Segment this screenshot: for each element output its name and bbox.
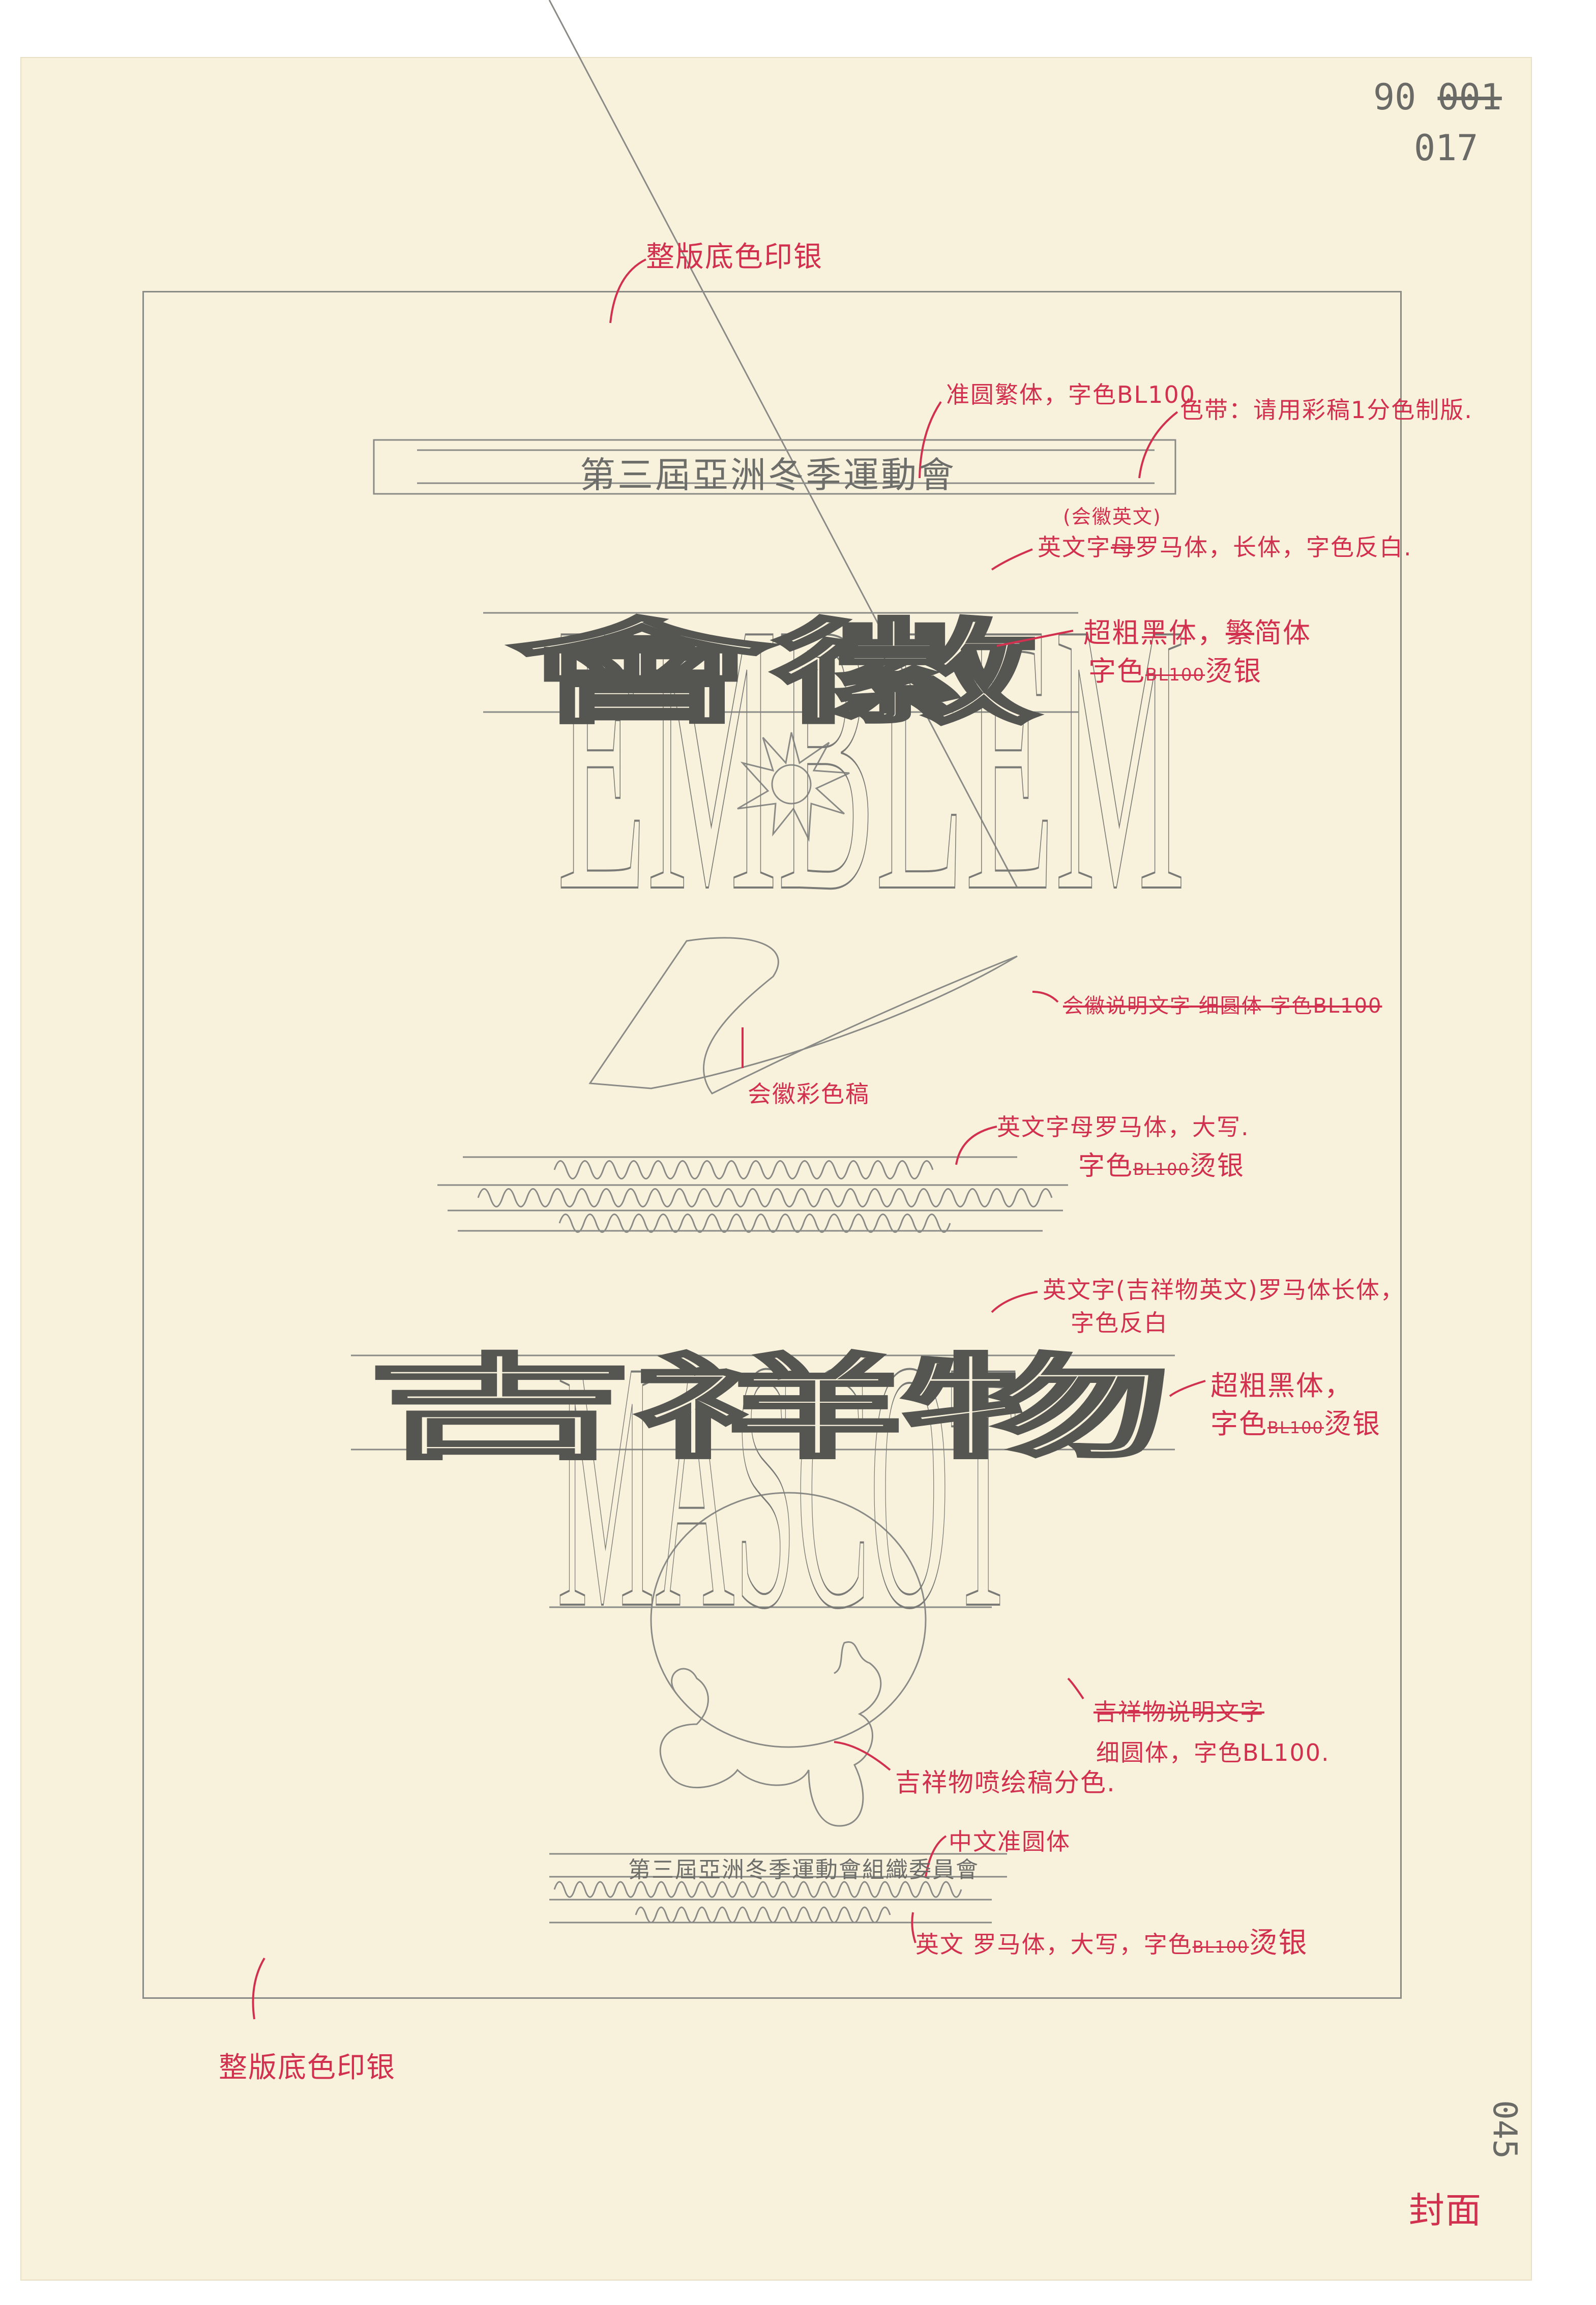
note-text: 烫银 xyxy=(1249,1927,1308,1960)
mascot-english-word: MASCOT xyxy=(557,1288,1017,1682)
english-text-scribble xyxy=(477,1188,1053,1207)
archive-number: 017 xyxy=(1414,127,1479,169)
note-text: 英文 罗马体，大写，字色 xyxy=(915,1931,1193,1958)
english-text-scribble xyxy=(553,1160,934,1179)
organizer-name: 第三屆亞洲冬季運動會組織委員會 xyxy=(628,1857,979,1883)
note-text: 简体 xyxy=(1254,617,1311,649)
note-struck-text: 繁 xyxy=(1226,617,1254,649)
note-text: 罗马体，长体，字色反白. xyxy=(1135,534,1412,561)
note-text: 字色 xyxy=(1088,655,1145,687)
note-struck-text: BL100 xyxy=(1133,1160,1190,1179)
mascot-chinese-title: 吉祥物 xyxy=(366,1343,1170,1473)
header-band-box xyxy=(373,439,1176,495)
background-note-top: 整版底色印银 xyxy=(646,241,823,274)
note-struck-text: 母 xyxy=(1111,534,1135,561)
english-block-note-line1: 英文字母罗马体，大写. xyxy=(997,1113,1250,1141)
footer-english-scribble xyxy=(553,1881,962,1898)
note-text: 字色 xyxy=(1078,1151,1134,1181)
header-font-note: 准圆繁体，字色BL100. xyxy=(946,381,1204,408)
note-text: 烫银 xyxy=(1323,1408,1381,1440)
color-band-note: 色带：请用彩稿1分色制版. xyxy=(1180,396,1473,424)
emblem-en-note: 英文字母罗马体，长体，字色反白. xyxy=(1038,529,1412,563)
note-struck-text: BL100 xyxy=(1267,1418,1324,1437)
archive-number-struck: 001 xyxy=(1437,76,1502,118)
emblem-artwork-note: 会徽彩色稿 xyxy=(748,1080,870,1108)
footer-en-note: 英文 罗马体，大写，字色BL100烫银 xyxy=(915,1920,1308,1961)
mascot-description-note: 细圆体，字色BL100. xyxy=(1096,1739,1330,1766)
mascot-en-note-line2: 字色反白 xyxy=(1071,1309,1168,1337)
archive-prefix: 90 xyxy=(1373,76,1416,118)
english-text-scribble xyxy=(558,1214,951,1233)
mascot-cn-note-line1: 超粗黑体， xyxy=(1210,1370,1353,1402)
footer-cn-note: 中文准圆体 xyxy=(949,1828,1071,1855)
mascot-artwork-note: 吉祥物喷绘稿分色. xyxy=(895,1768,1116,1797)
note-text: 超粗黑体， xyxy=(1083,617,1226,649)
layout-frame xyxy=(142,291,1402,1999)
paper-sheet xyxy=(20,57,1532,2281)
mascot-en-note-line1: 英文字(吉祥物英文)罗马体长体， xyxy=(1043,1276,1405,1304)
emblem-en-note-insert: (会徽英文) xyxy=(1063,506,1162,528)
note-struck-text: BL100 xyxy=(1192,1937,1249,1957)
note-text: 字色 xyxy=(1210,1408,1267,1440)
english-block-note-line2: 字色BL100烫银 xyxy=(1078,1144,1245,1183)
background-note-bottom: 整版底色印银 xyxy=(219,2051,396,2084)
cover-label: 封面 xyxy=(1409,2190,1482,2231)
note-text: 烫银 xyxy=(1189,1151,1245,1181)
mascot-ball xyxy=(650,1492,927,1748)
mascot-cn-note-line2: 字色BL100烫银 xyxy=(1210,1401,1381,1441)
emblem-swoosh xyxy=(588,937,1018,1095)
sun-emblem-icon xyxy=(737,732,850,842)
mascot-description-struck: 吉祥物说明文字 xyxy=(1093,1698,1264,1726)
emblem-cn-note-line1: 超粗黑体，繁简体 xyxy=(1083,610,1311,651)
header-band-title: 第三屆亞洲冬季運動會 xyxy=(580,454,956,496)
footer-english-scribble xyxy=(635,1906,891,1924)
note-text: 英文字 xyxy=(1038,534,1111,561)
emblem-english-word: EMBLEM xyxy=(557,544,1185,971)
archive-code: 90 001 xyxy=(1373,76,1502,118)
mascot-cloud xyxy=(659,1641,882,1827)
emblem-chinese-title: 會徽 xyxy=(509,608,1039,738)
emblem-cn-note-line2: 字色BL100烫银 xyxy=(1088,648,1262,689)
emblem-description-note: 会徽说明文字 细圆体 字色BL100 xyxy=(1063,994,1382,1018)
note-text: 烫银 xyxy=(1205,655,1262,687)
note-struck-text: BL100 xyxy=(1145,665,1205,685)
